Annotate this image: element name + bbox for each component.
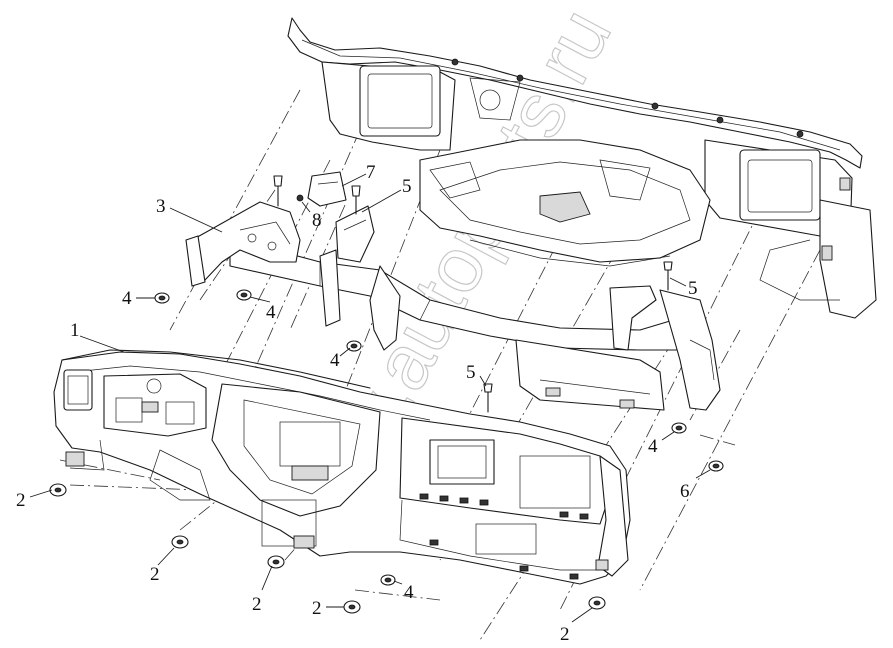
callout-2c: 2 [252,594,262,615]
callout-labels: 1 2 2 2 2 2 3 4 4 4 4 4 5 5 5 6 7 8 [16,162,698,645]
callout-4a: 4 [122,288,132,309]
bracket-7 [307,171,347,207]
nut-8 [296,194,304,202]
callout-1: 1 [70,320,80,341]
bracket-3 [185,201,301,287]
callout-2e: 2 [560,624,570,645]
callout-5b: 5 [688,278,698,299]
instrument-panel [53,349,631,585]
callout-4c: 4 [330,350,340,371]
callout-3: 3 [156,196,166,217]
callout-7: 7 [366,162,376,183]
callout-4d: 4 [648,436,658,457]
callout-2a: 2 [16,490,26,511]
bracket-5-upper [335,205,375,263]
bolts [49,175,724,614]
callout-6: 6 [680,481,690,502]
callout-5a: 5 [402,176,412,197]
leader-lines [29,173,711,623]
cross-car-beam [229,237,721,411]
callout-5c: 5 [466,362,476,383]
callout-2b: 2 [150,564,160,585]
cowl-panel [287,17,877,319]
callout-4e: 4 [404,582,414,603]
callout-8: 8 [312,210,322,231]
callout-2d: 2 [312,598,322,619]
callout-4b: 4 [266,302,276,323]
air-duct [419,139,711,267]
